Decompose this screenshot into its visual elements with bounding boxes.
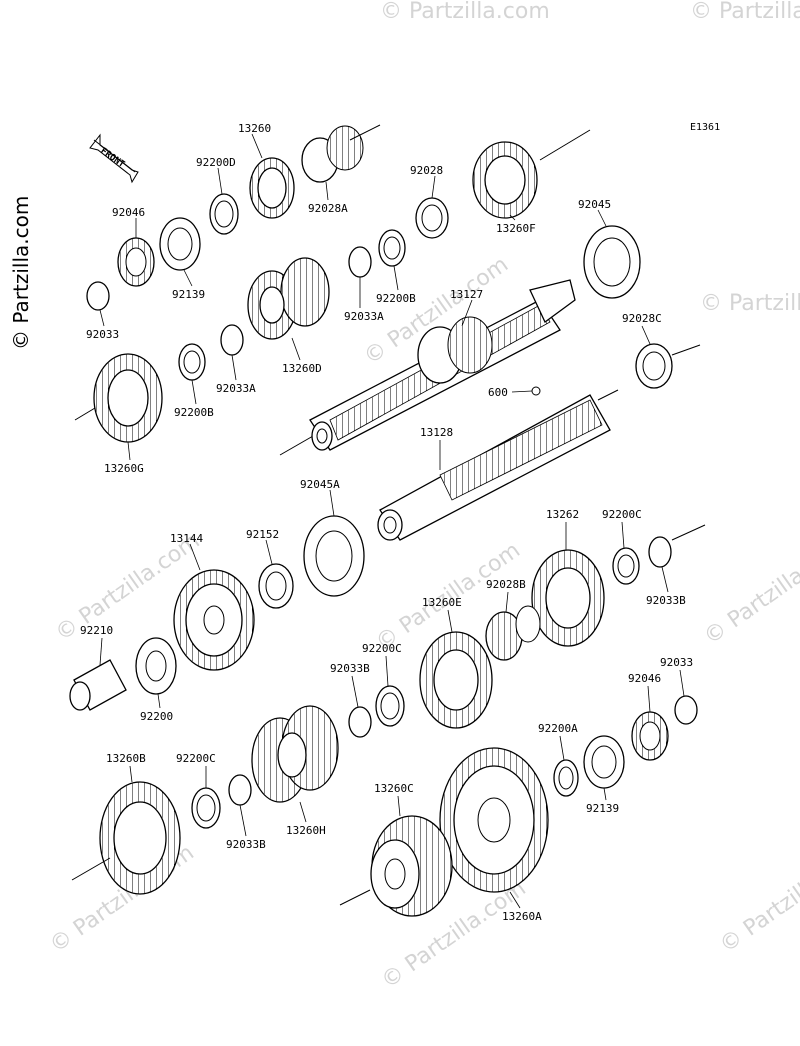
circlip-92033-bottom bbox=[674, 695, 698, 725]
label-13260A: 13260A bbox=[502, 910, 542, 923]
gear-13260A bbox=[439, 747, 549, 893]
washer-92200B-top bbox=[378, 229, 406, 267]
label-92033A-mid: 92033A bbox=[216, 382, 256, 395]
gear-13260H bbox=[251, 705, 339, 803]
bushing-92028C bbox=[635, 343, 701, 389]
watermark-top-right: © Partzilla.com bbox=[690, 0, 800, 24]
nut-92210 bbox=[69, 659, 127, 711]
label-13260: 13260 bbox=[238, 122, 271, 135]
needle-bearing-92046-bottom bbox=[631, 711, 669, 761]
label-92033-top: 92033 bbox=[86, 328, 119, 341]
bushing-92028 bbox=[415, 197, 449, 239]
circlip-92033B-left bbox=[228, 774, 252, 806]
label-92028: 92028 bbox=[410, 164, 443, 177]
shaft-13127 bbox=[279, 279, 576, 456]
label-92033B-right: 92033B bbox=[646, 594, 686, 607]
gear-13260C bbox=[339, 815, 453, 917]
label-92046-top: 92046 bbox=[112, 206, 145, 219]
washer-92200B-mid bbox=[178, 343, 206, 381]
label-92028C: 92028C bbox=[622, 312, 662, 325]
washer-92200C-left bbox=[191, 787, 221, 829]
label-92033B-mid: 92033B bbox=[330, 662, 370, 675]
watermark-side: © Partzilla.com bbox=[9, 196, 33, 350]
needle-bearing-92028B bbox=[485, 605, 541, 661]
watermark-top: © Partzilla.com bbox=[380, 0, 550, 24]
needle-bearing-92046-top bbox=[117, 237, 155, 287]
label-13144: 13144 bbox=[170, 532, 203, 545]
label-13128: 13128 bbox=[420, 426, 453, 439]
circlip-92033B-mid bbox=[348, 706, 372, 738]
collar-92139-bottom bbox=[583, 735, 625, 789]
label-92033B-left: 92033B bbox=[226, 838, 266, 851]
label-92046-bottom: 92046 bbox=[628, 672, 661, 685]
label-92200A: 92200A bbox=[538, 722, 578, 735]
gear-13260B bbox=[71, 781, 181, 895]
svg-text:FRONT: FRONT bbox=[98, 146, 126, 170]
gear-13260E bbox=[419, 631, 493, 729]
circlip-92033B-right bbox=[648, 524, 706, 568]
item-600 bbox=[531, 386, 541, 396]
collar-92139-top bbox=[159, 217, 201, 271]
bearing-92028A bbox=[301, 124, 381, 183]
circlip-92033-top bbox=[86, 281, 110, 311]
label-92139-bottom: 92139 bbox=[586, 802, 619, 815]
leader-lines bbox=[99, 133, 685, 909]
collar-92152 bbox=[258, 563, 294, 609]
label-92200B-top: 92200B bbox=[376, 292, 416, 305]
label-92200C-right: 92200C bbox=[602, 508, 642, 521]
label-92210: 92210 bbox=[80, 624, 113, 637]
washer-92200C-mid bbox=[375, 685, 405, 727]
label-92045: 92045 bbox=[578, 198, 611, 211]
label-13260F: 13260F bbox=[496, 222, 536, 235]
watermark-right-3: © Partzilla.com bbox=[715, 840, 800, 958]
watermark-right-1: © Partzilla.com bbox=[700, 291, 800, 316]
gear-13260F bbox=[472, 129, 591, 219]
label-13260D: 13260D bbox=[282, 362, 322, 375]
washer-92200C-right bbox=[612, 547, 640, 585]
front-arrow-icon: FRONT bbox=[89, 133, 139, 184]
ball-bearing-92045 bbox=[583, 225, 641, 299]
label-92200: 92200 bbox=[140, 710, 173, 723]
sprocket-13144 bbox=[173, 569, 255, 671]
label-13260B: 13260B bbox=[106, 752, 146, 765]
part-labels: 13260 92200D 92046 92139 92033 92028A 92… bbox=[80, 122, 693, 923]
label-13262: 13262 bbox=[546, 508, 579, 521]
label-92200C-left: 92200C bbox=[176, 752, 216, 765]
label-92200C-mid: 92200C bbox=[362, 642, 402, 655]
gear-13262 bbox=[531, 549, 605, 647]
gear-13260 bbox=[249, 157, 295, 219]
diagram-code: E1361 bbox=[690, 122, 720, 133]
label-92200B-mid: 92200B bbox=[174, 406, 214, 419]
label-13260G: 13260G bbox=[104, 462, 144, 475]
label-92045A: 92045A bbox=[300, 478, 340, 491]
label-92028A: 92028A bbox=[308, 202, 348, 215]
gear-13260G bbox=[74, 353, 163, 443]
label-13260E: 13260E bbox=[422, 596, 462, 609]
label-13260H: 13260H bbox=[286, 824, 326, 837]
label-92033A-top: 92033A bbox=[344, 310, 384, 323]
label-92152: 92152 bbox=[246, 528, 279, 541]
label-92033-bottom: 92033 bbox=[660, 656, 693, 669]
circlip-92033A-mid bbox=[220, 324, 244, 356]
shaft-13128 bbox=[377, 389, 619, 541]
washer-92200 bbox=[135, 637, 177, 695]
label-13260C: 13260C bbox=[374, 782, 414, 795]
label-92139-top: 92139 bbox=[172, 288, 205, 301]
label-92028B: 92028B bbox=[486, 578, 526, 591]
label-600: 600 bbox=[488, 386, 508, 399]
ball-bearing-92045A bbox=[303, 515, 365, 597]
circlip-92033A-top bbox=[348, 246, 372, 278]
washer-92200D bbox=[209, 193, 239, 235]
washer-92200A bbox=[553, 759, 579, 797]
label-13127: 13127 bbox=[450, 288, 483, 301]
label-92200D: 92200D bbox=[196, 156, 236, 169]
gear-13260D bbox=[247, 257, 330, 340]
watermark-right-2: © Partzilla.com bbox=[700, 532, 800, 650]
